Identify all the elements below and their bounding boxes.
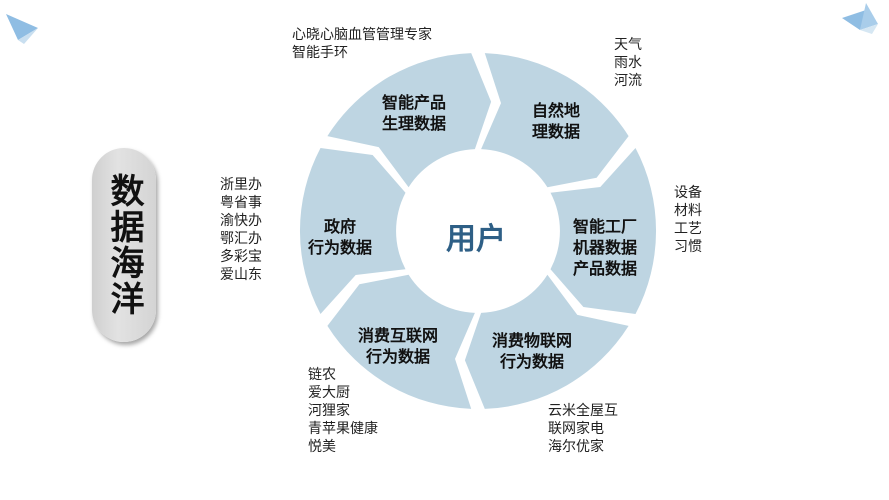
segment-government: 政府 行为数据 — [308, 217, 373, 257]
ring-segment — [550, 148, 657, 314]
segment-natural-geo: 自然地 理数据 — [532, 101, 581, 141]
segment-smart-factory: 智能工厂 机器数据 产品数据 — [573, 217, 638, 278]
ring-segment — [299, 148, 406, 314]
ring-segment — [481, 53, 629, 188]
ring-segment — [464, 274, 629, 409]
ring-segment — [327, 274, 475, 409]
segment-consumer-iot: 消费物联网 行为数据 — [492, 331, 573, 371]
ring-segment — [327, 53, 492, 188]
notes-consumer-internet: 链农 爱大厨 河狸家 青苹果健康 悦美 — [308, 367, 378, 455]
center-user-label: 用户 — [446, 222, 506, 257]
corner-decoration-left — [6, 14, 38, 44]
notes-smart-product: 心晓心脑血管管理专家 智能手环 — [292, 27, 432, 61]
notes-government: 浙里办 粤省事 渝快办 鄂汇办 多彩宝 爱山东 — [220, 177, 262, 283]
data-ocean-label: 数据海洋 — [92, 148, 156, 342]
segment-consumer-internet: 消费互联网 行为数据 — [358, 326, 439, 366]
notes-consumer-iot: 云米全屋互 联网家电 海尔优家 — [548, 403, 618, 455]
segment-smart-product: 智能产品 生理数据 — [382, 93, 447, 133]
corner-decoration-right — [842, 3, 878, 34]
notes-natural-geo: 天气 雨水 河流 — [614, 37, 642, 89]
notes-smart-factory: 设备 材料 工艺 习惯 — [674, 185, 702, 255]
